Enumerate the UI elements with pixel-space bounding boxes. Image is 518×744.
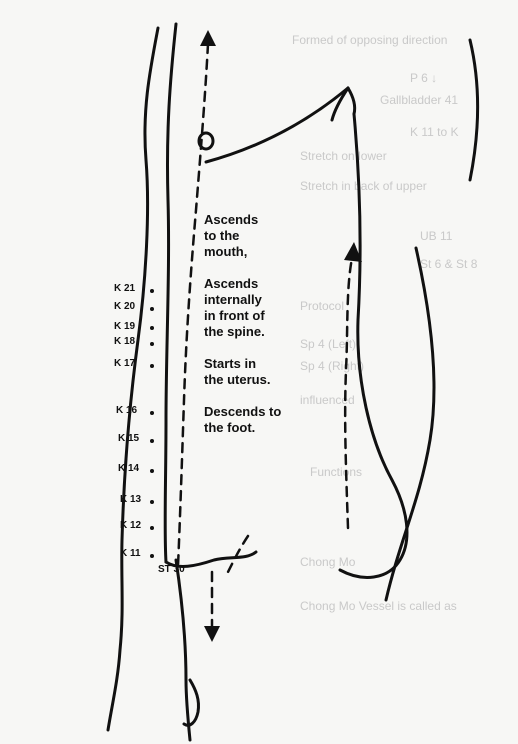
point-label-k20: K 20 bbox=[114, 301, 135, 312]
annotation-line: to the bbox=[204, 228, 324, 244]
annotation-line: the uterus. bbox=[204, 372, 324, 388]
point-label-k21: K 21 bbox=[114, 283, 135, 294]
bleed-text: Formed of opposing direction bbox=[292, 33, 447, 47]
point-label-st30: ST 30 bbox=[158, 564, 185, 575]
point-label-k13: K 13 bbox=[120, 494, 141, 505]
point-dot bbox=[150, 342, 154, 346]
annotation-line: mouth, bbox=[204, 244, 324, 260]
point-dot bbox=[150, 439, 154, 443]
point-dot bbox=[150, 411, 154, 415]
point-dot bbox=[150, 526, 154, 530]
annotation-line: in front of bbox=[204, 308, 324, 324]
vessel-branch-path bbox=[228, 536, 248, 572]
right-outline bbox=[470, 40, 478, 180]
annotation-line: the spine. bbox=[204, 324, 324, 340]
back-contour bbox=[108, 28, 158, 730]
bleed-text: Stretch on lower bbox=[300, 149, 387, 163]
bleed-text: Chong Mo bbox=[300, 555, 356, 569]
annotation-line: Descends to bbox=[204, 404, 324, 420]
point-dot bbox=[150, 554, 154, 558]
annotation-line: the foot. bbox=[204, 420, 324, 436]
point-label-k19: K 19 bbox=[114, 321, 135, 332]
bleed-text: Chong Mo Vessel is called as bbox=[300, 599, 457, 613]
bleed-text: Gallbladder 41 bbox=[380, 93, 458, 107]
front-contour bbox=[165, 24, 176, 562]
bleed-text: K 11 to K bbox=[410, 125, 458, 139]
annotation-line: Starts in bbox=[204, 356, 324, 372]
annotation-descends-foot: Descends to the foot. bbox=[204, 404, 324, 436]
annotation-ascends-mouth: Ascends to the mouth, bbox=[204, 212, 324, 260]
point-dot bbox=[150, 469, 154, 473]
point-dot bbox=[150, 289, 154, 293]
point-label-k18: K 18 bbox=[114, 336, 135, 347]
annotation-line: Ascends bbox=[204, 212, 324, 228]
point-label-k17: K 17 bbox=[114, 358, 135, 369]
bleed-text: UB 11 bbox=[420, 229, 453, 243]
point-dot bbox=[150, 326, 154, 330]
point-dot bbox=[150, 500, 154, 504]
bleed-text: Functions bbox=[310, 465, 362, 479]
bleed-text: P 6 ↓ bbox=[410, 71, 437, 85]
point-label-k14: K 14 bbox=[118, 463, 139, 474]
arrow-down-head-icon bbox=[204, 626, 220, 642]
right-outline-lower bbox=[386, 248, 434, 600]
point-label-k11: K 11 bbox=[120, 548, 141, 559]
hand-contour bbox=[332, 88, 355, 120]
annotation-ascends-internally: Ascends internally in front of the spine… bbox=[204, 276, 324, 340]
point-label-k15: K 15 bbox=[118, 433, 139, 444]
arrow-up-head-icon bbox=[200, 30, 216, 46]
bleed-text: St 6 & St 8 bbox=[420, 257, 478, 271]
leg-contour bbox=[176, 560, 190, 740]
point-label-k12: K 12 bbox=[120, 520, 141, 531]
annotation-line: internally bbox=[204, 292, 324, 308]
bleed-text: Stretch in back of upper bbox=[300, 179, 427, 193]
annotation-line: Ascends bbox=[204, 276, 324, 292]
point-dot bbox=[150, 364, 154, 368]
point-label-k16: K 16 bbox=[116, 405, 137, 416]
vessel-annotation: Ascends to the mouth, Ascends internally… bbox=[204, 212, 324, 452]
annotation-starts-uterus: Starts in the uterus. bbox=[204, 356, 324, 388]
point-dot bbox=[150, 307, 154, 311]
